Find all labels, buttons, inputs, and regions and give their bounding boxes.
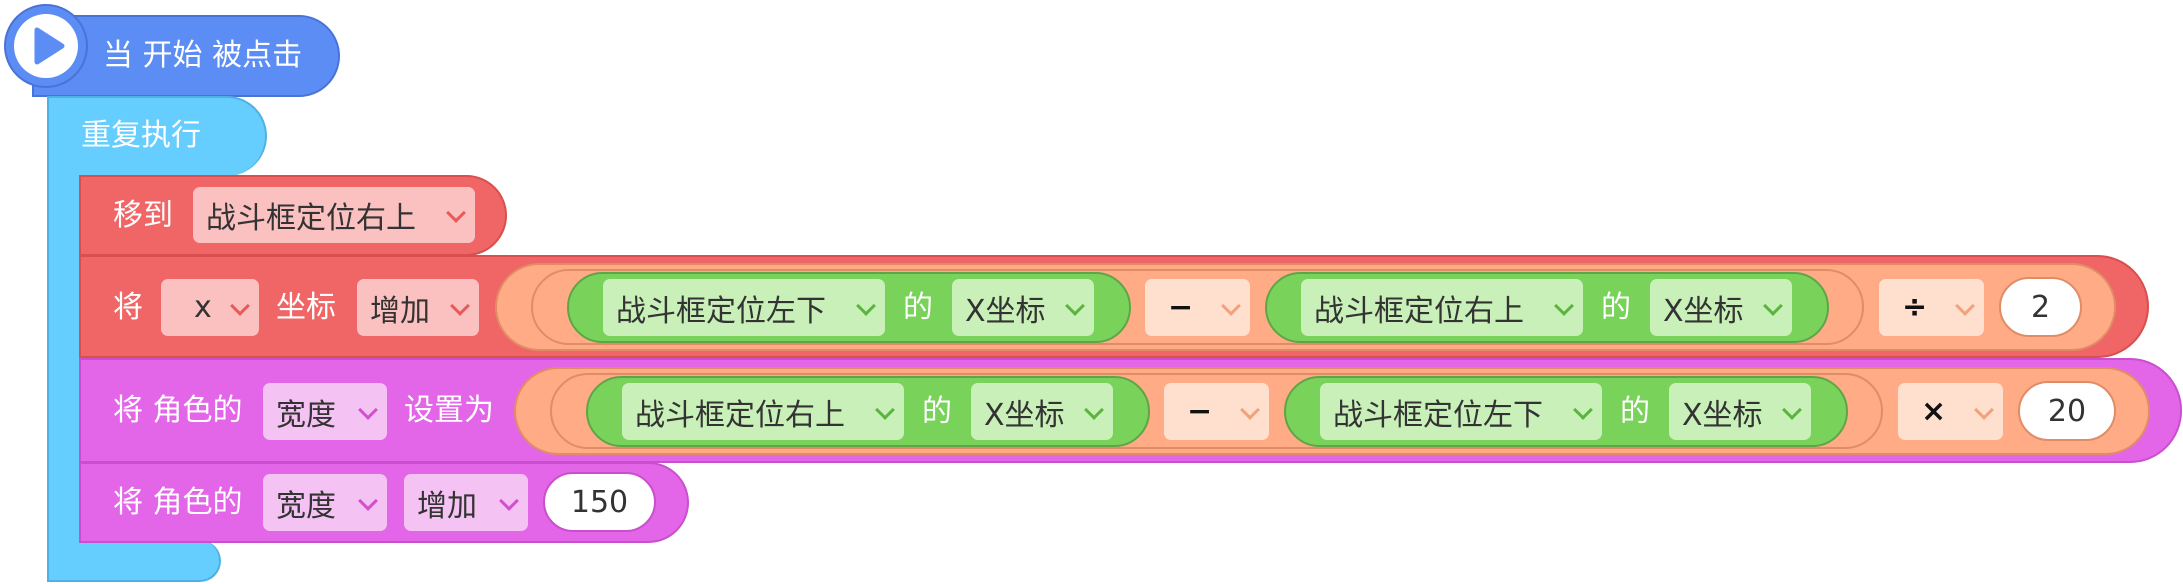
chevron-down-icon xyxy=(499,490,519,511)
dropdown-value: x xyxy=(194,290,212,325)
axis-dropdown[interactable]: x xyxy=(161,279,259,336)
dropdown-value: ÷ xyxy=(1902,290,1928,325)
of-label: 的 xyxy=(922,394,952,429)
chevron-down-icon xyxy=(1573,399,1593,420)
chevron-down-icon xyxy=(1554,295,1574,316)
number-value: 20 xyxy=(2047,393,2087,429)
chevron-down-icon xyxy=(450,295,470,316)
divide-dropdown[interactable]: ÷ xyxy=(1879,279,1984,336)
change-width-label: 将 角色的 xyxy=(113,485,243,520)
set-prop-dropdown[interactable]: 宽度 xyxy=(263,383,387,440)
change-op-dropdown[interactable]: 增加 xyxy=(404,474,528,531)
number-value: 150 xyxy=(570,484,629,520)
repeat-forever-foot xyxy=(47,540,221,582)
move-label: 移到 xyxy=(113,198,173,233)
dropdown-value: X坐标 xyxy=(984,397,1065,433)
amount-input[interactable]: 150 xyxy=(543,472,656,532)
play-icon xyxy=(14,14,78,78)
chevron-down-icon xyxy=(856,295,876,316)
chevron-down-icon xyxy=(1084,399,1104,420)
of-label: 的 xyxy=(1620,394,1650,429)
event-label: 当 开始 被点击 xyxy=(103,38,303,73)
change-op-dropdown[interactable]: 增加 xyxy=(357,279,479,336)
set-to-label: 设置为 xyxy=(404,393,494,428)
dropdown-value: 宽度 xyxy=(276,397,336,433)
dropdown-value: 战斗框定位左下 xyxy=(616,293,826,329)
chevron-down-icon xyxy=(1221,295,1241,316)
chevron-down-icon xyxy=(1240,399,1260,420)
change-x-label: 将 xyxy=(113,290,143,325)
right-target-dropdown[interactable]: 战斗框定位左下 xyxy=(1320,383,1602,440)
dropdown-value: 增加 xyxy=(417,488,477,524)
minus-dropdown[interactable]: − xyxy=(1164,383,1269,440)
chevron-down-icon xyxy=(446,203,466,223)
dropdown-value: 战斗框定位左下 xyxy=(1333,397,1543,433)
dropdown-value: 战斗框定位右上 xyxy=(635,397,845,433)
left-target-dropdown[interactable]: 战斗框定位左下 xyxy=(603,279,885,336)
right-target-dropdown[interactable]: 战斗框定位右上 xyxy=(1301,279,1583,336)
left-prop-dropdown[interactable]: X坐标 xyxy=(971,383,1113,440)
loop-label: 重复执行 xyxy=(81,118,201,153)
dropdown-value: X坐标 xyxy=(1682,397,1763,433)
dropdown-value: 增加 xyxy=(370,293,430,329)
change-prop-dropdown[interactable]: 宽度 xyxy=(263,474,387,531)
right-prop-dropdown[interactable]: X坐标 xyxy=(1650,279,1792,336)
number-value: 2 xyxy=(2030,289,2051,325)
dropdown-value: × xyxy=(1921,394,1947,429)
divisor-input[interactable]: 2 xyxy=(1999,277,2082,337)
multiply-dropdown[interactable]: × xyxy=(1898,383,2003,440)
chevron-down-icon xyxy=(875,399,895,420)
dropdown-value: − xyxy=(1168,290,1194,325)
chevron-down-icon xyxy=(1955,295,1975,316)
chevron-down-icon xyxy=(358,490,378,511)
move-target-dropdown[interactable]: 战斗框定位右上 xyxy=(193,187,475,243)
repeat-forever-block[interactable] xyxy=(47,96,267,176)
right-prop-dropdown[interactable]: X坐标 xyxy=(1669,383,1811,440)
coord-label: 坐标 xyxy=(276,290,336,325)
chevron-down-icon xyxy=(1782,399,1802,420)
minus-dropdown[interactable]: − xyxy=(1145,279,1250,336)
chevron-down-icon xyxy=(1974,399,1994,420)
of-label: 的 xyxy=(903,290,933,325)
chevron-down-icon xyxy=(1763,295,1783,316)
left-prop-dropdown[interactable]: X坐标 xyxy=(952,279,1094,336)
chevron-down-icon xyxy=(358,399,378,420)
set-width-label: 将 角色的 xyxy=(113,393,243,428)
dropdown-value: 战斗框定位右上 xyxy=(206,201,416,236)
dropdown-value: 战斗框定位右上 xyxy=(1314,293,1524,329)
chevron-down-icon xyxy=(230,295,250,316)
repeat-forever-arm xyxy=(47,172,81,542)
dropdown-value: X坐标 xyxy=(1663,293,1744,329)
factor-input[interactable]: 20 xyxy=(2018,381,2116,441)
chevron-down-icon xyxy=(1065,295,1085,316)
dropdown-value: X坐标 xyxy=(965,293,1046,329)
left-target-dropdown[interactable]: 战斗框定位右上 xyxy=(622,383,904,440)
dropdown-value: 宽度 xyxy=(276,488,336,524)
of-label: 的 xyxy=(1601,290,1631,325)
dropdown-value: − xyxy=(1187,394,1213,429)
